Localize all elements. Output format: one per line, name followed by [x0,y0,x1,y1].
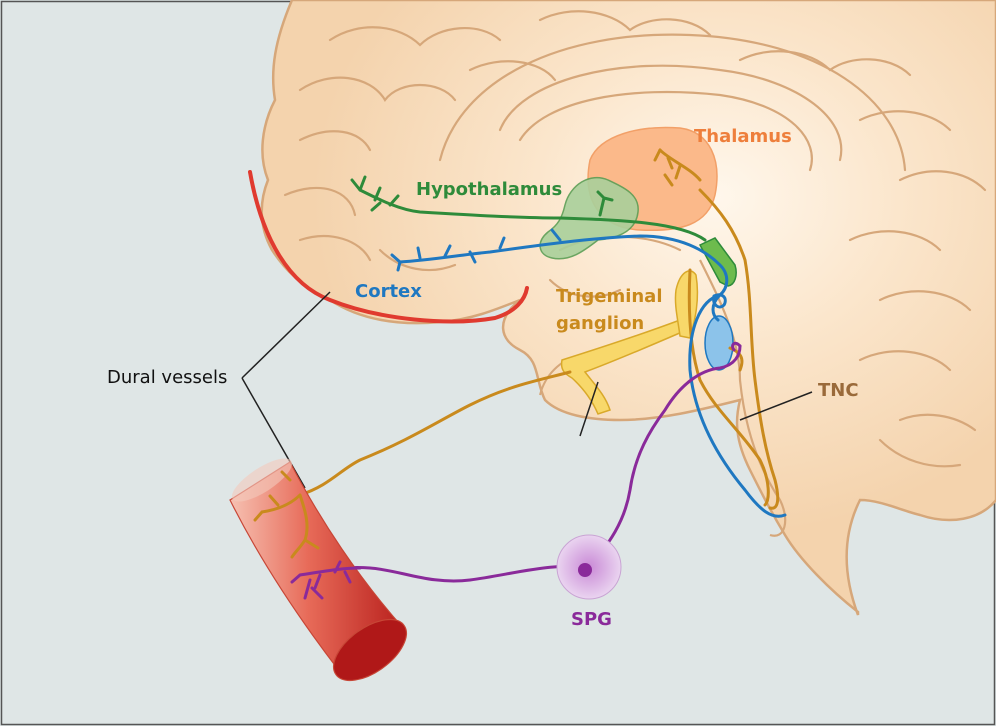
trigeminal-ganglion-label-line2: ganglion [556,313,644,334]
vessel-opening [333,618,407,682]
spg-label: SPG [571,609,612,630]
tnc-label: TNC [818,380,859,401]
brainstem-contour [699,259,787,537]
trigeminal-ganglion [560,270,699,415]
cortex-label: Cortex [355,281,422,302]
dural-trigeminal-branches [253,470,320,559]
dural-vessels-label: Dural vessels [107,367,227,388]
dural-spg-branches [290,560,362,600]
dural-vessel-arc [248,170,529,324]
dural-vessel [229,458,407,682]
trigeminal-ganglion-label-line1: Trigeminal [556,286,663,307]
hypothalamus-label: Hypothalamus [416,179,562,200]
tnc-blue-region [704,315,734,371]
spg-cell-body [578,563,592,577]
brain-gyri [283,10,987,468]
hypothalamus-pathway [350,175,707,242]
thalamus-label: Thalamus [694,126,792,147]
brain [260,0,996,616]
cortex-pathway [390,228,787,518]
